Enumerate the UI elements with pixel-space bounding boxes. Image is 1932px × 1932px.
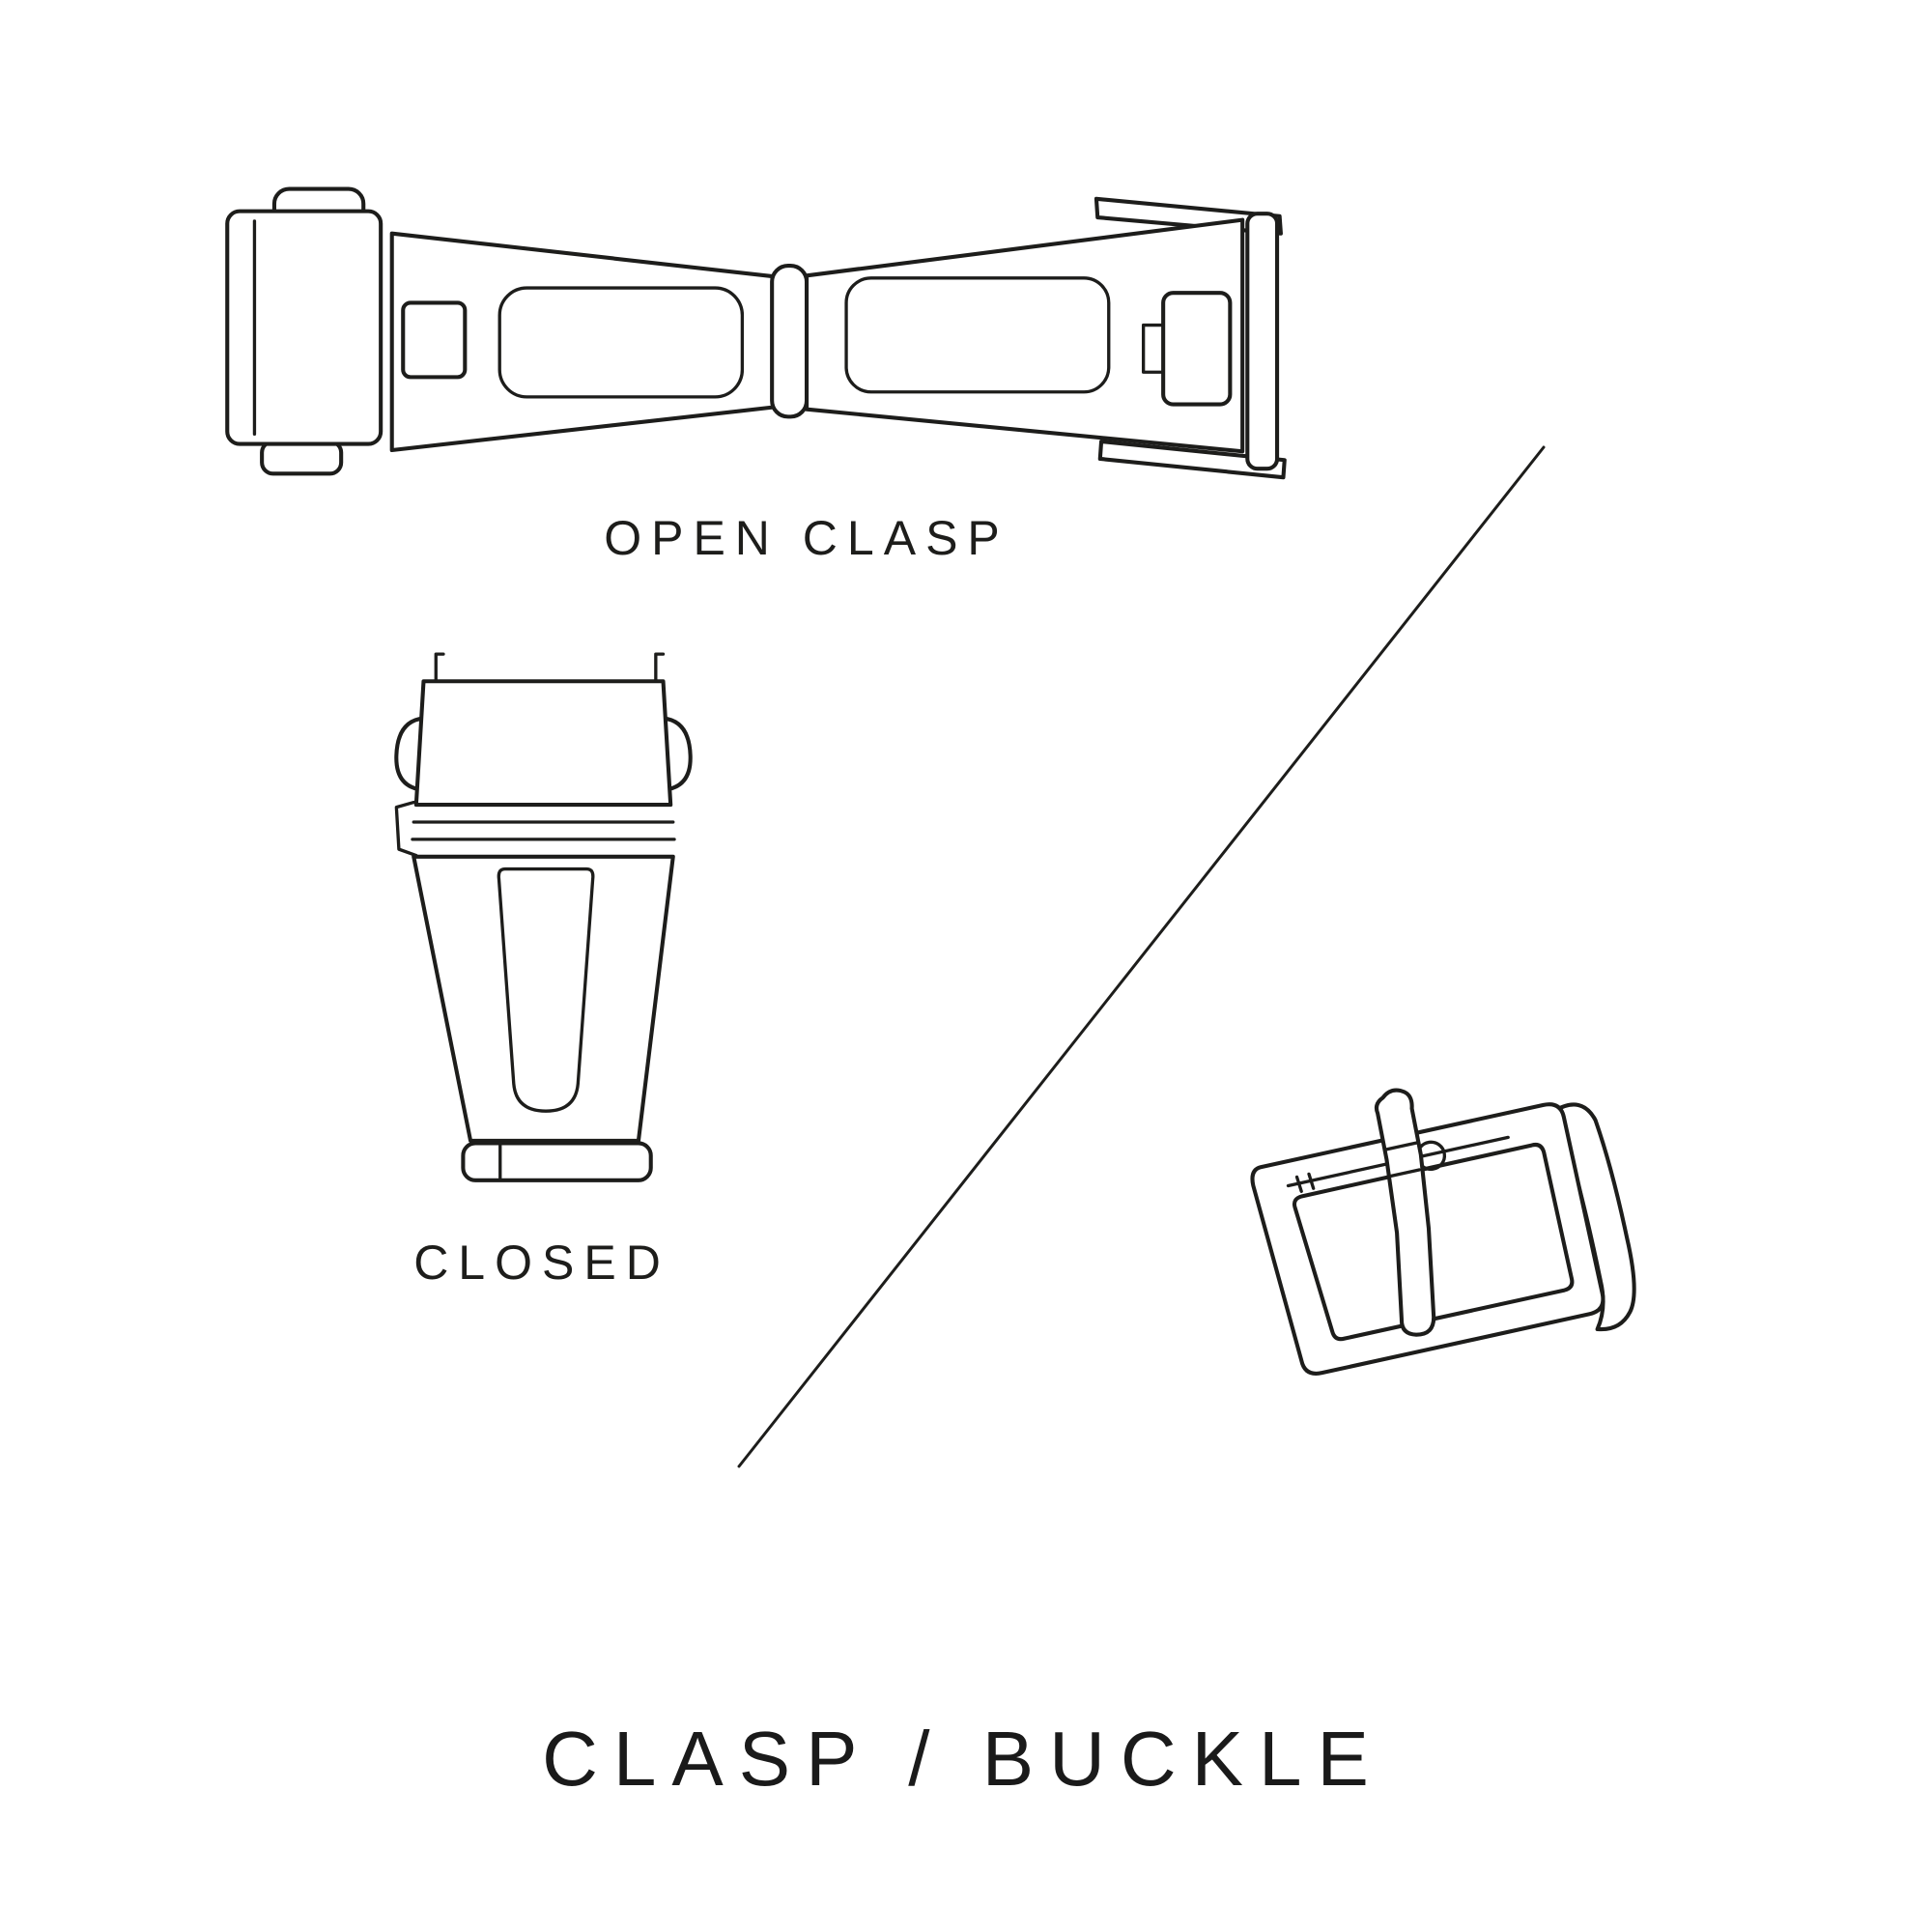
open-clasp-right-inner-outline	[844, 276, 1111, 394]
open-clasp-catch-opening	[1161, 291, 1233, 407]
closed-clasp-body	[412, 854, 675, 1143]
closed-clasp-end-bar	[461, 1141, 653, 1182]
closed-clasp-left-tab	[394, 800, 418, 858]
figure-title: CLASP / BUCKLE	[542, 1716, 1384, 1802]
open-clasp-label: OPEN CLASP	[604, 511, 1009, 565]
closed-clasp-illustration	[394, 652, 693, 1182]
tang-buckle-drawing	[1250, 1088, 1636, 1376]
open-clasp-left-inner-outline	[497, 286, 745, 399]
closed-clasp-drawing	[394, 652, 693, 1182]
buckle-tang	[1374, 1088, 1436, 1337]
buckle-frame-opening	[1292, 1142, 1575, 1342]
closed-clasp-label: CLOSED	[413, 1236, 670, 1290]
buckle-tang-wrap-line-2	[1385, 1168, 1421, 1179]
closed-clasp-inner-outline	[497, 867, 595, 1113]
open-clasp-left-notch	[401, 300, 468, 380]
buckle-tang-wrap-line-1	[1383, 1141, 1420, 1151]
divider-line	[737, 445, 1546, 1468]
open-clasp-left-block	[225, 209, 384, 446]
buckle-axle-tick-1	[1294, 1175, 1303, 1193]
closed-clasp-left-prong	[434, 652, 445, 686]
tang-buckle-illustration	[1250, 1088, 1636, 1376]
open-clasp-drawing	[225, 186, 1287, 480]
open-clasp-catch-bracket	[1141, 323, 1170, 374]
open-clasp-end-cap	[1245, 212, 1280, 471]
closed-clasp-top-box	[413, 679, 673, 808]
buckle-axle-tick-2	[1307, 1172, 1316, 1190]
open-clasp-illustration	[225, 186, 1287, 480]
closed-clasp-right-prong	[654, 652, 666, 686]
open-clasp-bottom-rail	[1097, 439, 1287, 480]
